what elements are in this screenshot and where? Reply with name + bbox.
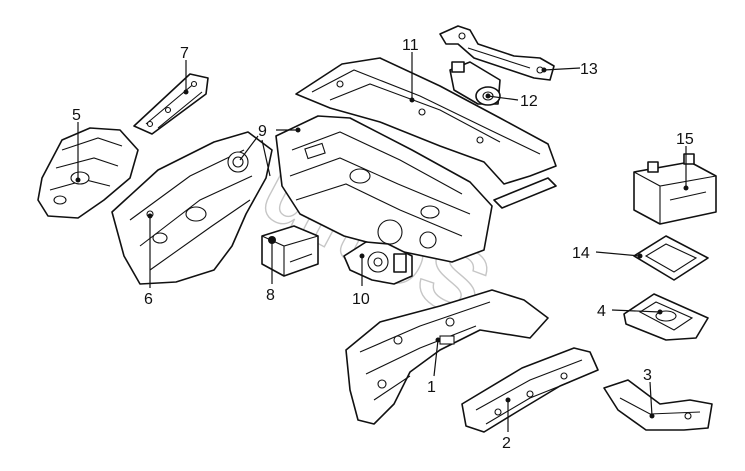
- callout-12: 12: [485, 93, 538, 110]
- part-8-relay-box: [261, 225, 319, 277]
- callout-8: 8: [266, 237, 275, 304]
- callout-6: 6: [144, 213, 153, 308]
- callout-2-label: 2: [502, 435, 511, 452]
- part-10-actuator: [343, 241, 413, 285]
- callout-10: 10: [352, 253, 370, 308]
- part-7-bracket: [133, 73, 209, 135]
- callout-11: 11: [402, 37, 419, 103]
- callout-7: 7: [180, 45, 189, 95]
- callout-11-label: 11: [402, 37, 419, 54]
- callout-15: 15: [676, 131, 694, 191]
- part-13-rail-bracket: [439, 25, 555, 81]
- callout-14-label: 14: [572, 245, 590, 262]
- callout-4: 4: [597, 303, 663, 320]
- callout-3-label: 3: [643, 367, 652, 384]
- part-11-cowl-panel: [295, 57, 557, 209]
- callout-2: 2: [502, 397, 511, 452]
- part-2-side-rail: [461, 347, 599, 433]
- part-3-rear-bracket: [603, 379, 713, 431]
- callout-8-label: 8: [266, 287, 275, 304]
- callout-13: 13: [541, 61, 598, 78]
- part-14-tray-plate: [633, 235, 709, 281]
- callout-4-label: 4: [597, 303, 606, 320]
- callout-5-label: 5: [72, 107, 81, 124]
- callout-10-label: 10: [352, 291, 370, 308]
- callout-15-label: 15: [676, 131, 694, 148]
- part-9-dash-panel: [275, 115, 493, 263]
- callout-1: 1: [427, 337, 441, 396]
- callout-9-label: 9: [258, 123, 267, 140]
- callout-9: 9: [239, 123, 301, 177]
- callout-7-label: 7: [180, 45, 189, 62]
- callout-1-label: 1: [427, 379, 436, 396]
- callout-13-label: 13: [580, 61, 598, 78]
- callout-3: 3: [643, 367, 655, 419]
- callout-5: 5: [72, 107, 81, 183]
- part-4-battery-tray: [623, 293, 709, 341]
- part-15-battery: [633, 153, 717, 225]
- callout-12-label: 12: [520, 93, 538, 110]
- part-6-side-panel: [111, 131, 273, 285]
- callout-14: 14: [572, 245, 643, 262]
- callout-6-label: 6: [144, 291, 153, 308]
- part-5-wheelhouse-panel: [37, 127, 139, 219]
